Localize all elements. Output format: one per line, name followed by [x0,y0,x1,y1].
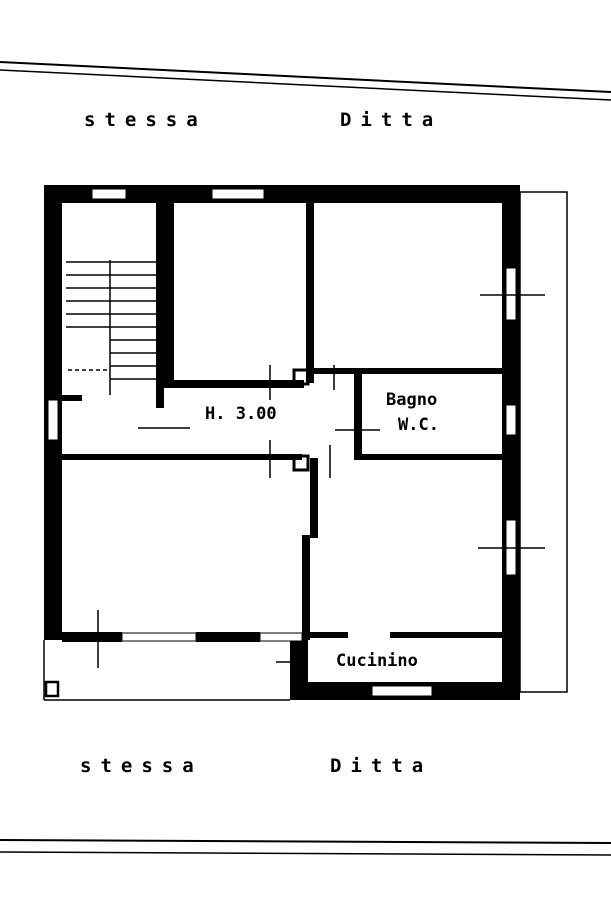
neighbor-label-bottom-left: stessa [80,755,203,777]
bottom-boundary-line [0,839,611,856]
bathroom-wc-label: W.C. [398,415,439,435]
neighbor-label-top-left: stessa [84,109,207,131]
door-markers [75,280,545,676]
interior-walls [62,203,502,642]
top-boundary-line [0,61,611,101]
kitchenette-label: Cucinino [336,651,418,671]
staircase [66,260,156,395]
neighbor-label-top-right: Ditta [340,109,442,131]
corridor-height-label: H. 3.00 [205,404,277,424]
window-openings-bottom [121,632,303,642]
balcony [519,191,568,693]
terrace [43,640,290,701]
bathroom-label: Bagno [386,390,437,410]
neighbor-label-bottom-right: Ditta [330,755,432,777]
windows [47,188,517,697]
